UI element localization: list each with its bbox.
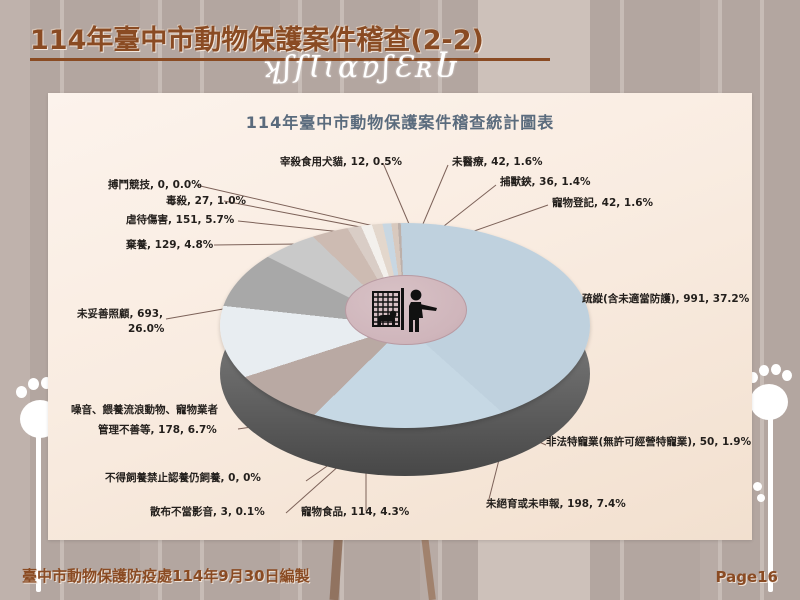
decor-dot-b bbox=[757, 494, 765, 502]
chart-panel: 114年臺中市動物保護案件稽查統計圖表 bbox=[48, 93, 752, 540]
label-bodou: 搏鬥競技, 0, 0.0% bbox=[108, 179, 202, 191]
label-shipin: 寵物食品, 114, 4.3% bbox=[301, 506, 410, 518]
title-underline bbox=[30, 58, 550, 61]
label-zaoyin-line1: 噪音、餵養流浪動物、寵物業者 bbox=[71, 404, 218, 416]
label-nuedai: 虐待傷害, 151, 5.7% bbox=[126, 214, 235, 226]
title-block: 114年臺中市動物保護案件稽查(2-2) bbox=[30, 18, 570, 61]
label-weituoshan-line2: 26.0% bbox=[128, 323, 165, 335]
label-weijueyu: 未絕育或未申報, 198, 7.4% bbox=[486, 498, 626, 510]
decor-dot-a bbox=[753, 482, 762, 491]
label-weiyiliao: 未醫療, 42, 1.6% bbox=[452, 156, 543, 168]
page-title: 114年臺中市動物保護案件稽查(2-2) bbox=[30, 25, 484, 56]
label-bushoujia: 捕獸鋏, 36, 1.4% bbox=[500, 176, 591, 188]
label-sanbu: 散布不當影音, 3, 0.1% bbox=[150, 506, 265, 518]
decorative-script-text: ʞʃſƖɩɑɐʃƐʀႱ bbox=[262, 50, 461, 85]
label-zaisha: 宰殺食用犬貓, 12, 0.5% bbox=[280, 156, 403, 168]
label-chongwudeng: 寵物登記, 42, 1.6% bbox=[552, 197, 654, 209]
pie-center-hub bbox=[345, 275, 467, 345]
label-feifa: 非法特寵業(無許可經營特寵業), 50, 1.9% bbox=[546, 436, 752, 448]
label-dusha: 毒殺, 27, 1.0% bbox=[166, 195, 247, 207]
chart-title: 114年臺中市動物保護案件稽查統計圖表 bbox=[245, 113, 555, 132]
background-left-block bbox=[0, 0, 30, 600]
footer-note: 臺中市動物保護防疫處114年9月30日編製 bbox=[22, 567, 310, 585]
label-shuzong: 疏縱(含未適當防護), 991, 37.2% bbox=[582, 293, 750, 305]
page-number: Page16 bbox=[715, 568, 779, 586]
label-budesiyang: 不得飼養禁止認養仍飼養, 0, 0% bbox=[105, 472, 261, 484]
label-zaoyin-line2: 管理不善等, 178, 6.7% bbox=[98, 424, 217, 436]
label-weituoshan-line1: 未妥善照顧, 693, bbox=[77, 308, 164, 320]
label-qiyang: 棄養, 129, 4.8% bbox=[126, 239, 214, 251]
animal-protection-officer-icon bbox=[372, 288, 437, 332]
pie-chart bbox=[220, 223, 590, 493]
paw-decoration-right bbox=[742, 362, 800, 592]
